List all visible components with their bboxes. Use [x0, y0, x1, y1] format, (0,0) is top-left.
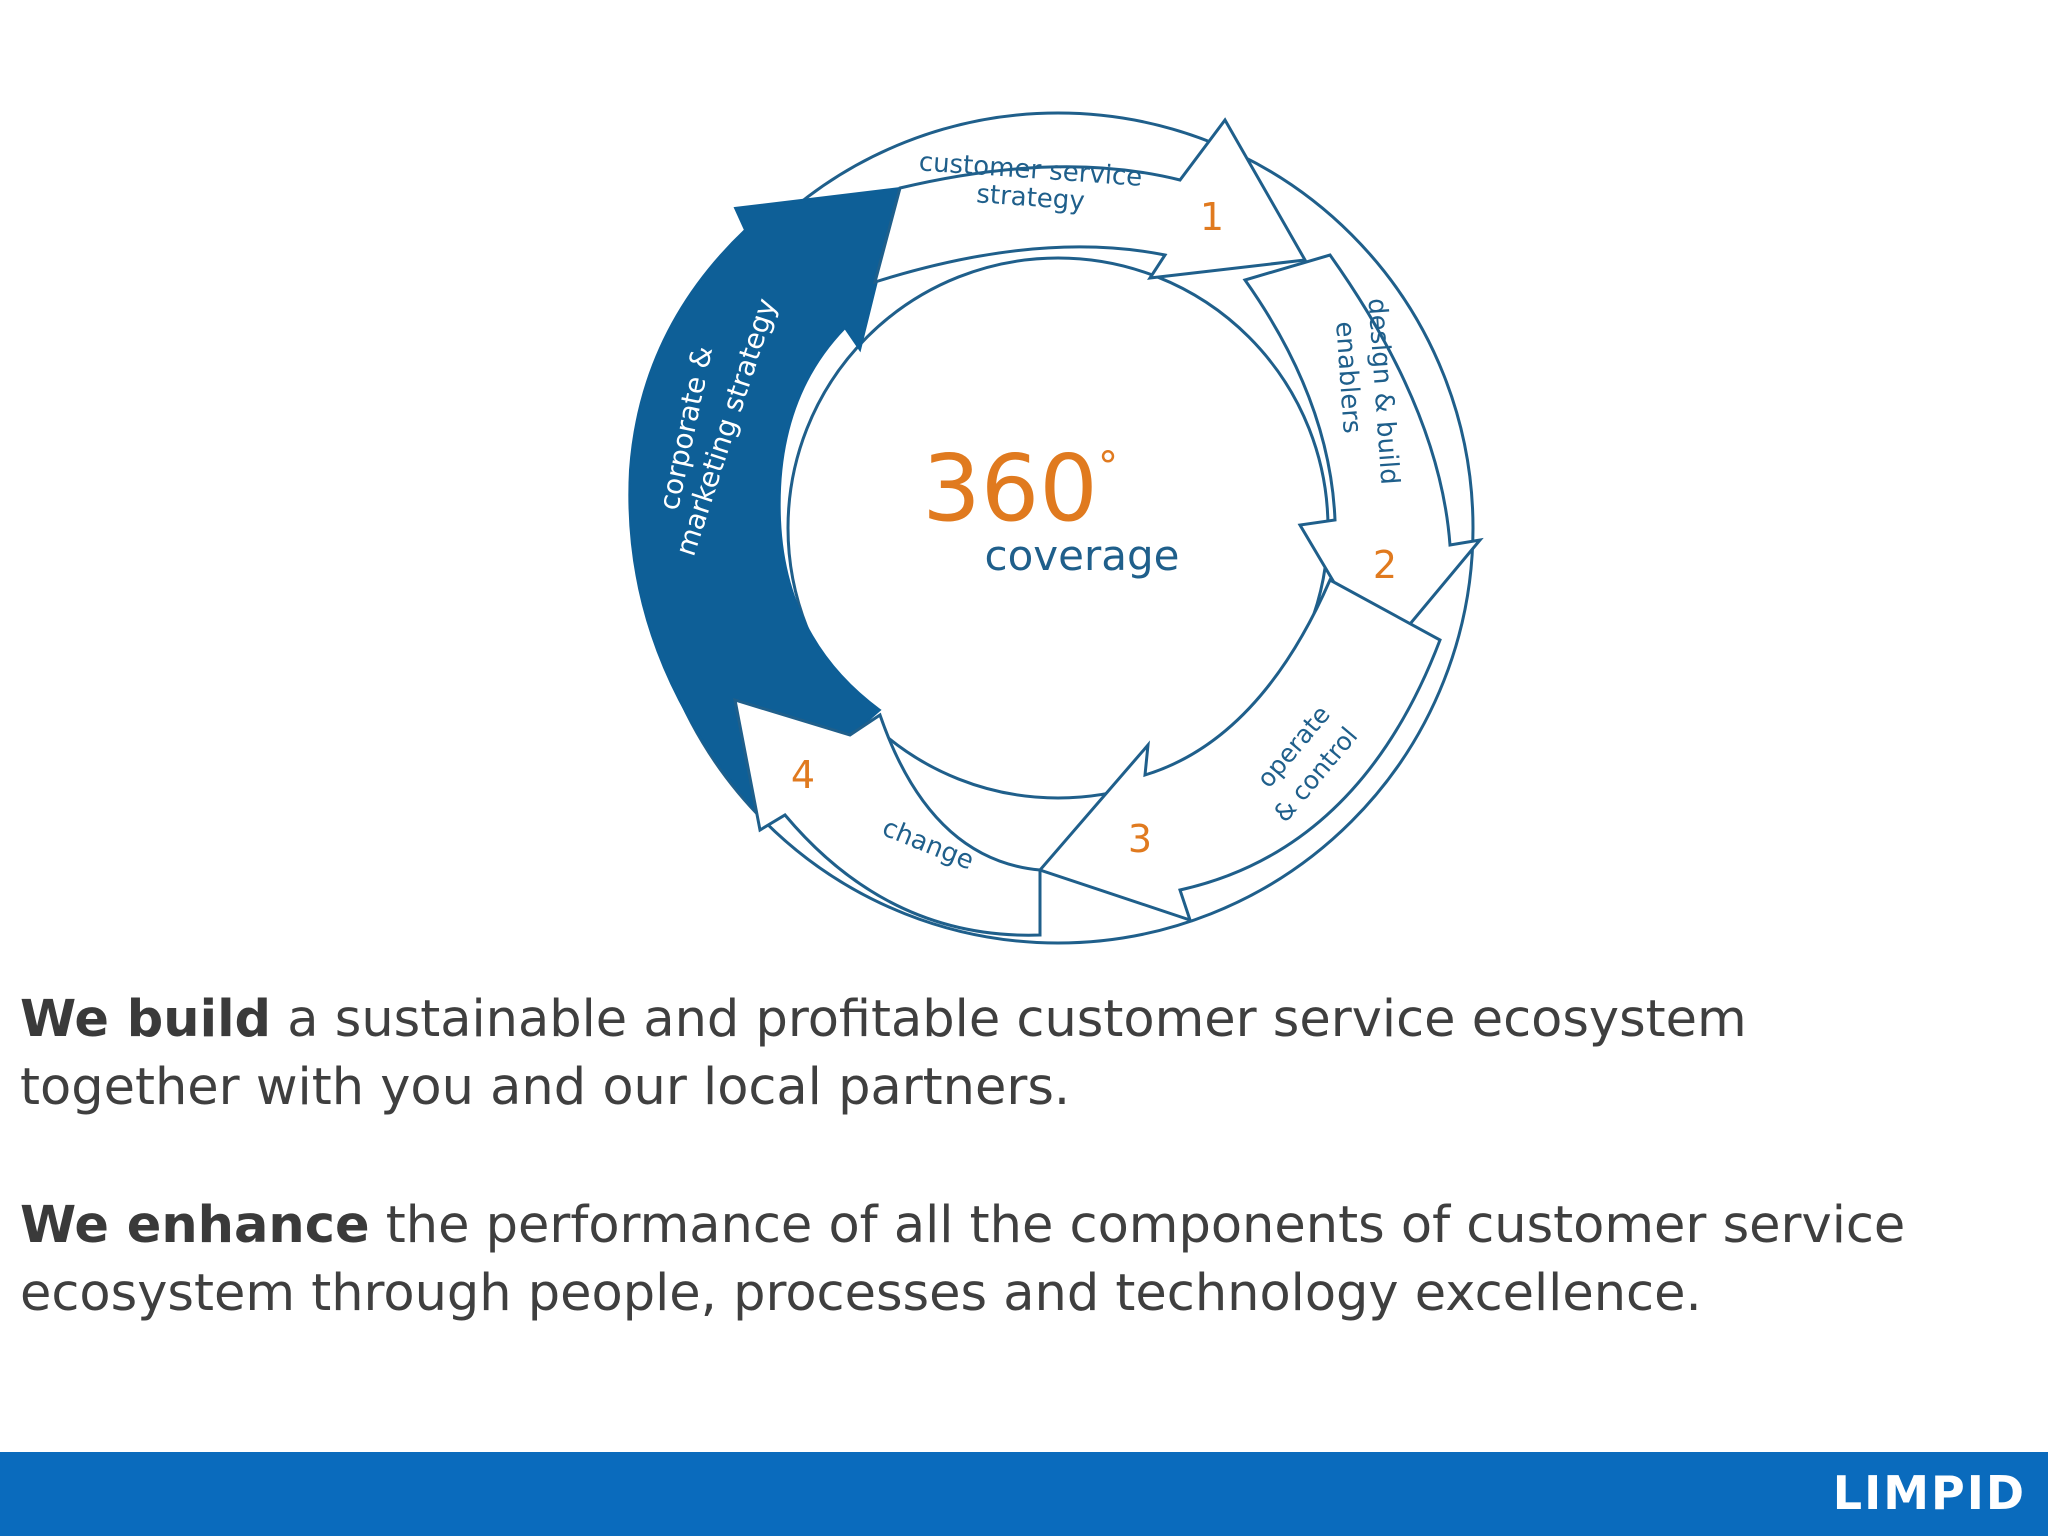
corporate-arrow — [628, 186, 902, 817]
paragraph-1-bold: We build — [20, 990, 272, 1049]
paragraph-we-enhance: We enhance the performance of all the co… — [20, 1192, 1980, 1328]
stage-3-number: 3 — [1128, 817, 1152, 861]
stage-arrow-4 — [733, 697, 1042, 937]
stage-4-number: 4 — [791, 753, 815, 797]
paragraph-2-text: the performance of all the components of… — [20, 1196, 1906, 1323]
stage-2-number: 2 — [1373, 543, 1397, 587]
paragraph-2-bold: We enhance — [20, 1196, 370, 1255]
stage-arrow-3 — [1037, 577, 1442, 923]
stage-arrow-1 — [872, 117, 1308, 285]
paragraph-we-build: We build a sustainable and profitable cu… — [20, 986, 1980, 1122]
stage-1-number: 1 — [1200, 195, 1224, 239]
center-degree: ° — [1098, 444, 1118, 490]
center-label: coverage — [985, 531, 1180, 580]
paragraph-1-text: a sustainable and profitable customer se… — [20, 990, 1747, 1117]
cycle-diagram: 360 ° coverage customer service strategy… — [628, 111, 1484, 945]
stage-arrow-2 — [1242, 253, 1484, 663]
footer-bar: LIMPID — [0, 1452, 2048, 1536]
brand-logo-text: LIMPID — [1832, 1466, 2026, 1520]
center-number: 360 — [922, 435, 1098, 542]
